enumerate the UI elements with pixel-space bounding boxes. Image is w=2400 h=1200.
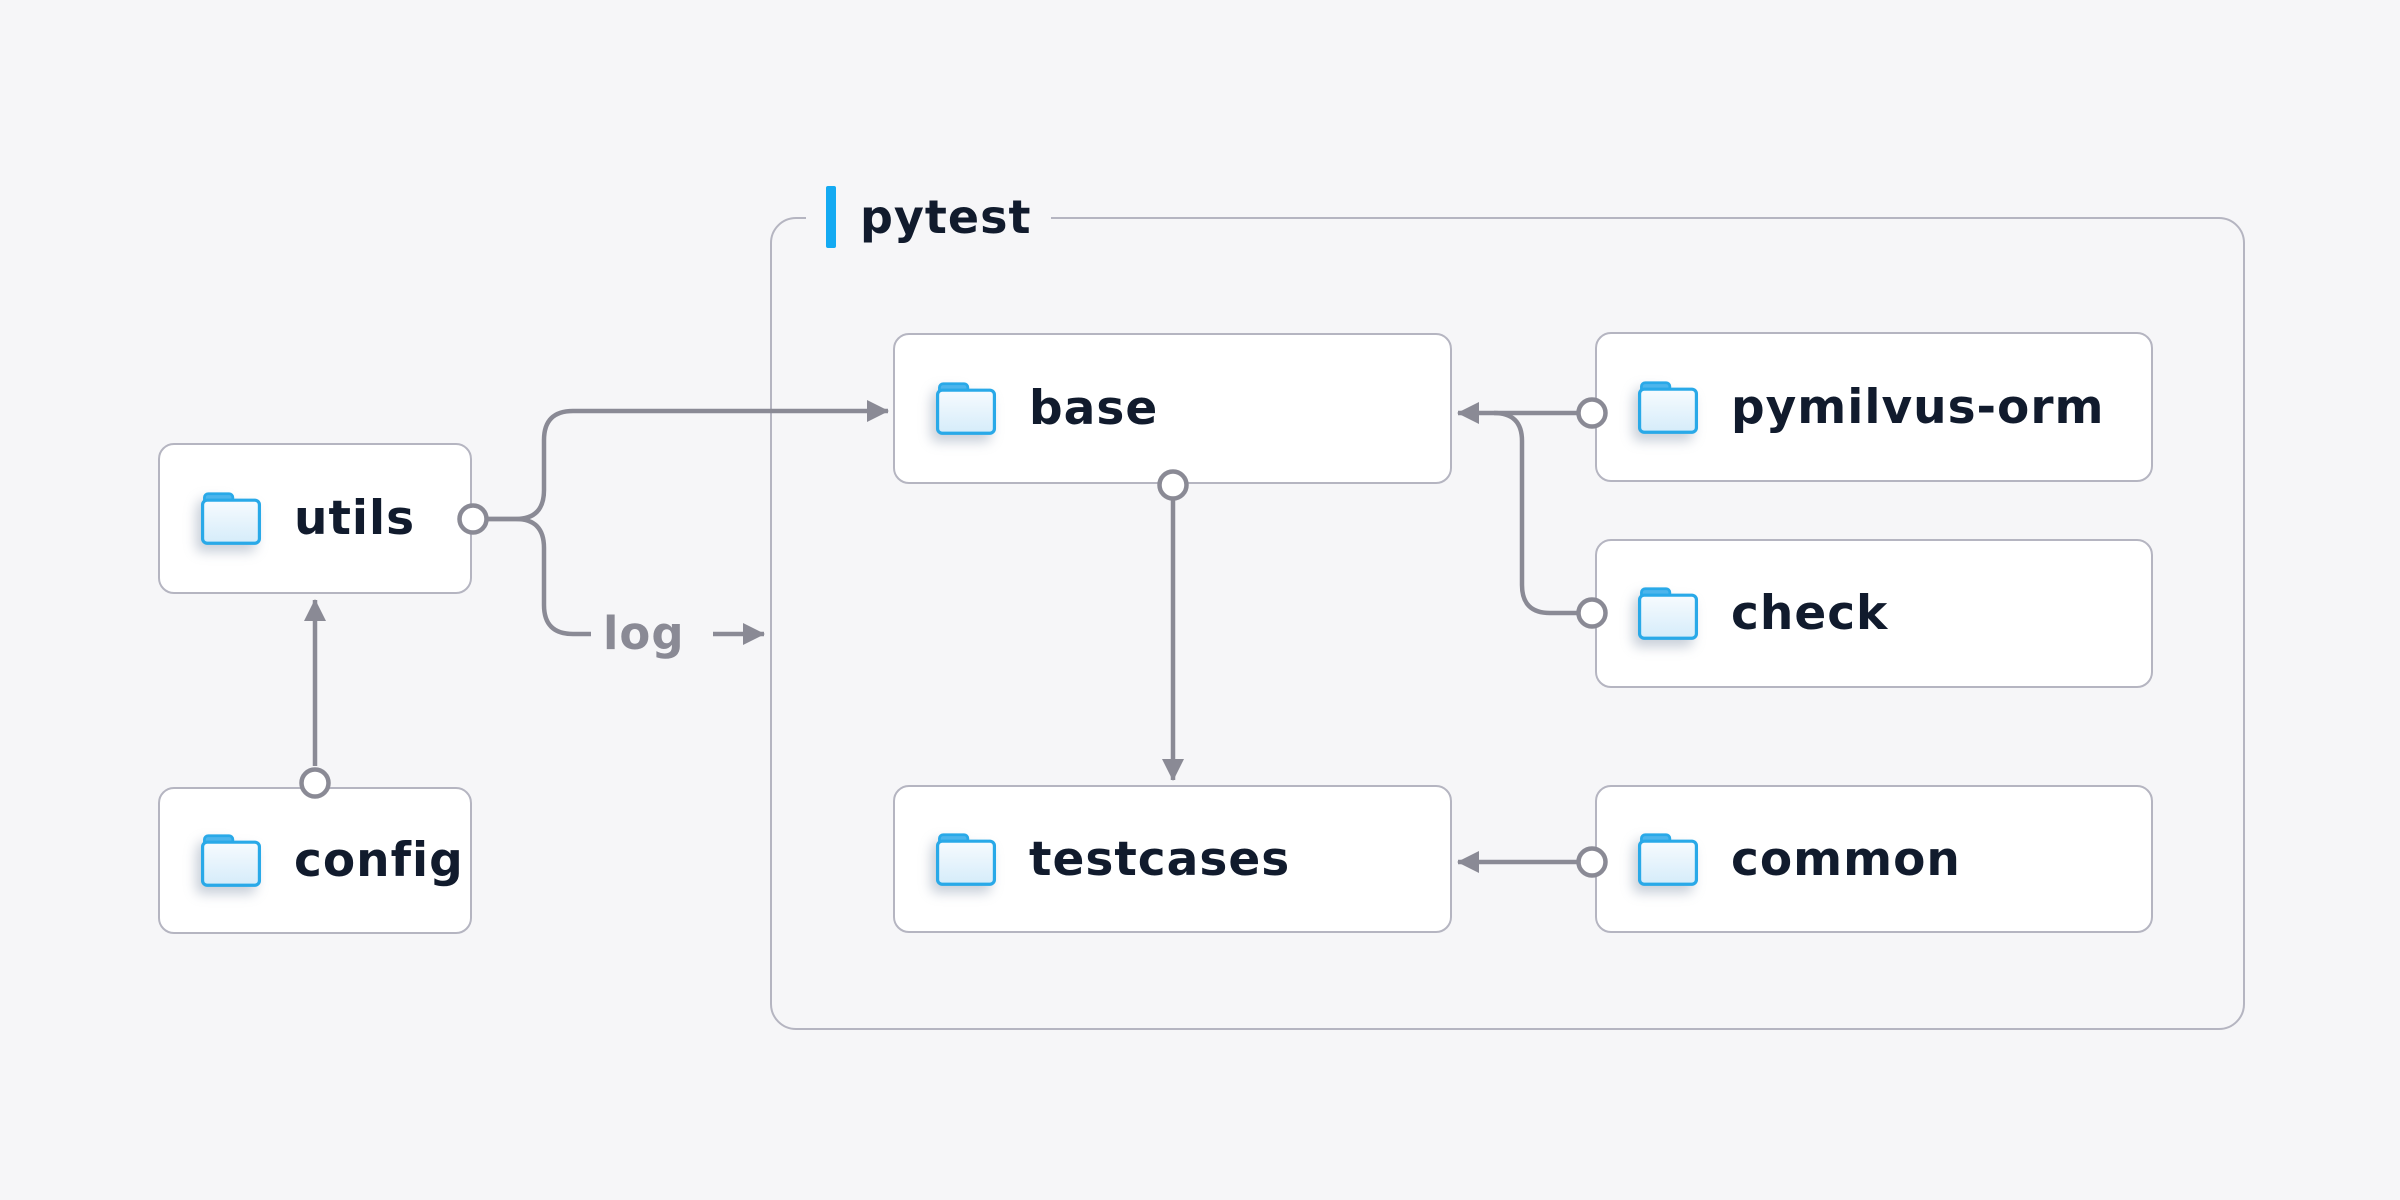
folder-icon: [1637, 587, 1699, 640]
folder-icon: [1637, 380, 1699, 434]
node-label: testcases: [1029, 831, 1291, 887]
node-label: utils: [294, 491, 416, 546]
folder-icon: [200, 834, 262, 887]
group-label-text: pytest: [860, 190, 1032, 244]
log-edge-label: log: [603, 607, 685, 660]
node-pymilvus-orm: pymilvus-orm: [1595, 332, 2153, 482]
folder-icon: [935, 382, 997, 435]
node-check: check: [1595, 539, 2153, 688]
node-label: common: [1731, 831, 1961, 887]
folder-icon: [935, 832, 997, 886]
pytest-group-box: [770, 217, 2245, 1030]
pytest-group-label: pytest: [806, 184, 1052, 250]
node-label: pymilvus-orm: [1731, 379, 2105, 435]
node-utils: utils: [158, 443, 472, 594]
node-common: common: [1595, 785, 2153, 933]
folder-icon: [200, 492, 262, 545]
edge-utils-log: [487, 516, 591, 637]
node-config: config: [158, 787, 472, 934]
node-label: check: [1731, 586, 1889, 641]
node-label: config: [294, 833, 464, 888]
node-testcases: testcases: [893, 785, 1452, 933]
node-base: base: [893, 333, 1452, 484]
node-label: base: [1029, 381, 1159, 436]
folder-icon: [1637, 832, 1699, 886]
accent-bar: [826, 186, 836, 248]
